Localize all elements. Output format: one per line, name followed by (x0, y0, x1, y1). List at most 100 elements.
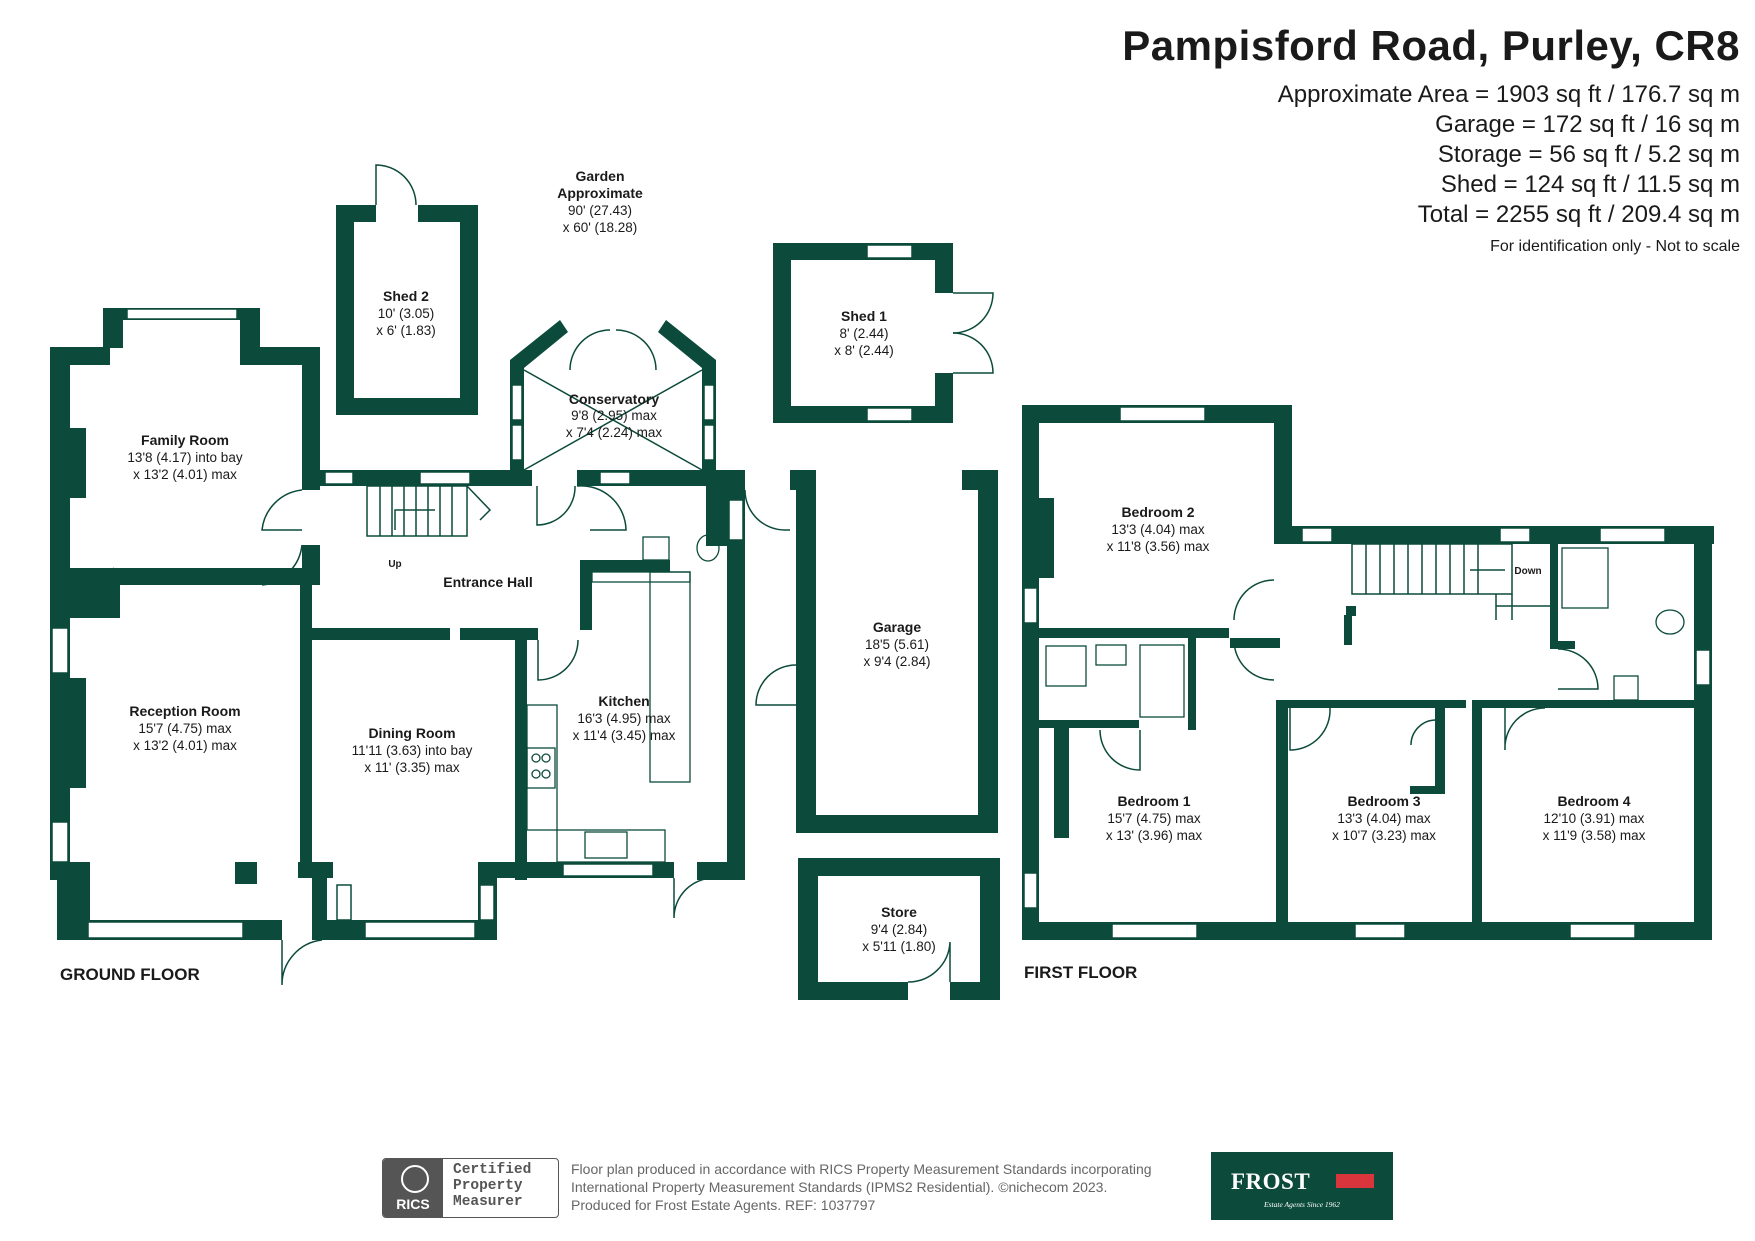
garage-wall-right (978, 470, 998, 830)
garage-wall-left (796, 470, 816, 830)
shed2-door (375, 164, 417, 206)
bed4-dim1: 12'10 (3.91) max (1544, 811, 1645, 826)
first-stair-treads (1365, 544, 1552, 620)
conservatory-angle-left (510, 320, 568, 368)
conservatory-name: Conservatory (569, 391, 659, 407)
shed2-wall-top-left (336, 205, 376, 222)
shed1-dim1: 8' (2.44) (839, 326, 888, 341)
room-bed4: Bedroom 4 12'10 (3.91) max x 11'9 (3.58)… (1543, 793, 1646, 843)
conservatory-window-left-2 (511, 424, 523, 461)
family-wall-right (302, 347, 320, 490)
shed2-wall-left (336, 205, 354, 415)
bed2-wall-right (1274, 405, 1292, 535)
dining-kitchen-wall (515, 640, 527, 880)
bed4-door (1504, 707, 1546, 751)
rics-logo: RICS (383, 1159, 443, 1217)
dining-window-left (336, 884, 352, 921)
disclaimer-line-2: International Property Measurement Stand… (571, 1179, 1108, 1195)
kitchen-worktop-top (591, 571, 691, 583)
disclaimer: Floor plan produced in accordance with R… (571, 1160, 1201, 1214)
bath-basin (1613, 675, 1639, 701)
shed1-window-bottom (866, 407, 913, 422)
bed3-window (1354, 923, 1406, 939)
garage-dim2: x 9'4 (2.84) (863, 654, 930, 669)
frost-brand: FROST (1231, 1169, 1311, 1194)
room-hall: Entrance Hall Up (388, 559, 532, 590)
rics-logo-text: RICS (396, 1196, 430, 1212)
bath-wall-bottom (1550, 641, 1575, 649)
dining-door (537, 639, 579, 681)
kitchen-sink (584, 831, 628, 859)
bed3-cupboard-base (1410, 786, 1445, 794)
family-chimney (70, 428, 86, 498)
garage-dim1: 18'5 (5.61) (865, 637, 929, 652)
area-total: Total = 2255 sq ft / 209.4 sq m (1417, 201, 1740, 228)
shed1-door-lower (952, 332, 994, 374)
ensuite-wall-right (1188, 638, 1196, 730)
garden-dim1: 90' (27.43) (568, 203, 632, 218)
family-dim2: x 13'2 (4.01) max (133, 467, 237, 482)
bed1-landing-door (1233, 639, 1275, 681)
kitchen-worktop-left (526, 704, 558, 831)
ground-stairs (366, 485, 468, 537)
landing-wall (1230, 638, 1280, 648)
bed3-cupboard-door (1410, 719, 1437, 746)
garden-title: Garden (575, 168, 624, 184)
ground-floor-label: GROUND FLOOR (60, 965, 200, 984)
bed2-dim1: 13'3 (4.04) max (1111, 522, 1205, 537)
family-dim1: 13'8 (4.17) into bay (127, 450, 242, 465)
rics-badge: RICS Certified Property Measurer (382, 1158, 559, 1218)
kitchen-back-door (673, 877, 715, 919)
landing-window-left (1301, 527, 1333, 543)
scale-note: For identification only - Not to scale (1490, 238, 1740, 255)
bed4-name: Bedroom 4 (1557, 793, 1630, 809)
disclaimer-line-3: Produced for Frost Estate Agents. REF: 1… (571, 1197, 876, 1213)
hob-ring-4 (541, 769, 551, 779)
bath-side-window (1695, 649, 1711, 686)
ensuite-shower-tray (1139, 644, 1185, 718)
store-wall-right (980, 858, 1000, 1000)
garage-wall-top-right (962, 470, 998, 490)
bath-door (1557, 648, 1599, 690)
family-wall-top-left (50, 347, 110, 365)
garden-dim2: x 60' (18.28) (563, 220, 638, 235)
hob-ring-1 (531, 753, 541, 763)
bed2-dim2: x 11'8 (3.56) max (1107, 539, 1210, 554)
ensuite-door (1099, 729, 1141, 771)
first-wall-left (1022, 405, 1039, 940)
hall-name: Entrance Hall (443, 574, 532, 590)
reception-chimney (70, 678, 86, 788)
conservatory-window-left-1 (511, 384, 523, 421)
doors (94, 164, 1599, 986)
landing-stair-post (1344, 615, 1352, 645)
bed2-name: Bedroom 2 (1121, 504, 1194, 520)
kitchen-worktop-bottom (556, 829, 666, 863)
bed1-name: Bedroom 1 (1117, 793, 1190, 809)
area-storage: Storage = 56 sq ft / 5.2 sq m (1437, 141, 1740, 168)
hall-wall-top (302, 470, 532, 486)
room-kitchen: Kitchen 16'3 (4.95) max x 11'4 (3.45) ma… (573, 693, 676, 743)
room-conservatory: Conservatory 9'8 (2.95) max x 7'4 (2.24)… (566, 391, 663, 440)
family-wall-top-right (240, 347, 320, 365)
dining-dim2: x 11' (3.35) max (364, 760, 460, 775)
conservatory-door-right (615, 329, 657, 371)
rics-badge-line-3: Measurer (453, 1194, 523, 1210)
room-reception: Reception Room 15'7 (4.75) max x 13'2 (4… (129, 703, 240, 753)
bed3-cupboard (1435, 706, 1445, 786)
kitchen-utility-wall (580, 560, 670, 572)
room-bed2: Bedroom 2 13'3 (4.04) max x 11'8 (3.56) … (1107, 504, 1210, 554)
conservatory-window-right-2 (703, 424, 715, 461)
hall-window-left (324, 471, 354, 485)
shed1-dim2: x 8' (2.44) (834, 343, 894, 358)
stair-end (1346, 606, 1356, 616)
rics-badge-line-1: Certified (453, 1162, 532, 1178)
room-shed1: Shed 1 8' (2.44) x 8' (2.44) (834, 308, 894, 358)
disclaimer-line-1: Floor plan produced in accordance with R… (571, 1161, 1152, 1177)
kitchen-dim1: 16'3 (4.95) max (577, 711, 671, 726)
page-title: Pampisford Road, Purley, CR8 (1122, 22, 1740, 69)
bed1-dim2: x 13' (3.96) max (1106, 828, 1203, 843)
garage-wall-top-left (790, 470, 816, 490)
hob-ring-3 (531, 769, 541, 779)
front-door (281, 939, 323, 986)
